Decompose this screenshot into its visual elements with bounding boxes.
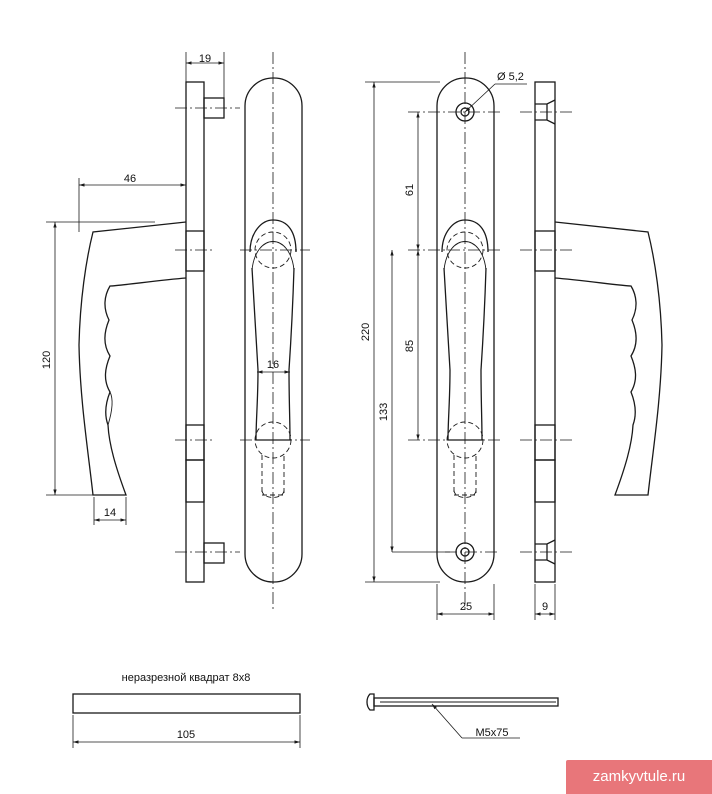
- screw-part: [366, 693, 559, 739]
- dim-9: 9: [542, 601, 548, 613]
- spindle-note: неразрезной квадрат 8x8: [122, 672, 251, 684]
- dim-16: 16: [267, 359, 279, 371]
- screw-head: [366, 693, 375, 711]
- screw-shank: [373, 697, 559, 707]
- right-side-view: [520, 81, 663, 620]
- left-front-view: [240, 52, 310, 612]
- dim-19: 19: [199, 53, 211, 65]
- dim-hole-diameter: Ø 5,2: [497, 71, 524, 83]
- screw-label: M5x75: [475, 727, 508, 739]
- dim-14: 14: [104, 507, 116, 519]
- right-backplate: [534, 81, 556, 583]
- dim-105: 105: [177, 729, 195, 741]
- dim-46: 46: [124, 173, 136, 185]
- right-front-view: [365, 52, 527, 620]
- dimension-labels: 19 46 120 14 16 Ø 5,2 220 61 85 133 25 9…: [41, 53, 548, 741]
- left-front-lever: [251, 267, 295, 441]
- left-side-view: [46, 52, 240, 583]
- left-spindle-boss: [185, 230, 205, 272]
- left-cyl-block-lower: [185, 459, 205, 503]
- left-handle-lever: [78, 221, 187, 496]
- left-cyl-block-upper: [185, 424, 205, 461]
- right-front-plate: [436, 77, 495, 583]
- dim-120: 120: [41, 351, 53, 369]
- right-handle-lever: [554, 221, 663, 496]
- spindle-bar: [72, 693, 301, 714]
- dim-85: 85: [404, 340, 416, 352]
- left-stud-bottom: [203, 542, 225, 564]
- dim-25: 25: [460, 601, 472, 613]
- dim-133: 133: [378, 403, 390, 421]
- dim-61: 61: [404, 184, 416, 196]
- dim-220: 220: [360, 323, 372, 341]
- left-backplate: [185, 81, 205, 583]
- left-front-plate: [244, 77, 303, 583]
- right-spindle-boss: [534, 230, 556, 272]
- spindle-part: [72, 693, 301, 748]
- watermark: zamkyvtule.ru: [566, 760, 712, 794]
